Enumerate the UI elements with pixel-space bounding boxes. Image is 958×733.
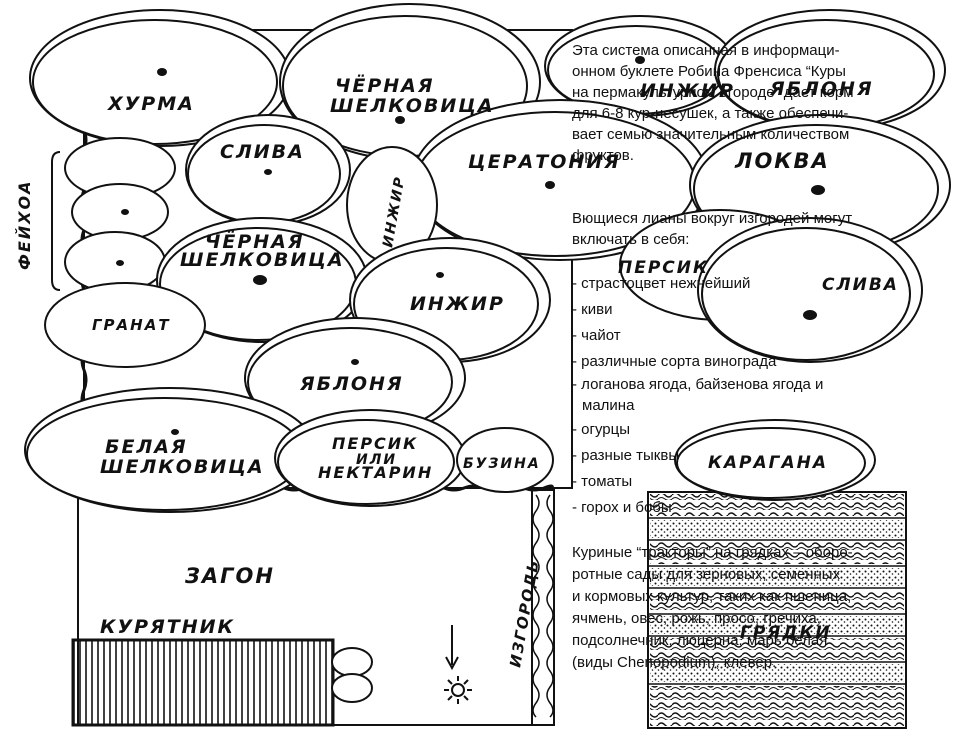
label-black-mulberry-mid-1: ЧЁРНАЯ (205, 229, 305, 253)
info-line: фруктов. (572, 147, 634, 164)
info-line: Эта система описанная в информаци- (572, 42, 840, 59)
label-peach-nectarine-3: НЕКТАРИН (318, 463, 433, 482)
info-line: подсолнечник, люцерна, марь белая (572, 632, 828, 649)
label-beds: ГРЯДКИ (740, 623, 832, 643)
canopy-elder (456, 427, 554, 493)
label-fig-mid: ИНЖИР (410, 293, 505, 315)
tree-canopies (24, 3, 951, 513)
canopy-peach-nectarine (274, 409, 466, 507)
vine-item: - горох и бобы (572, 499, 672, 516)
label-peach: ПЕРСИК (618, 258, 709, 278)
info-paragraph-1: Эта система описанная в информаци- онном… (572, 40, 946, 166)
vine-item: - разные тыквы (572, 447, 680, 464)
info-line: онном буклете Робина Френсиса “Куры (572, 63, 846, 80)
info-text: Эта система описанная в информаци- онном… (572, 40, 946, 674)
label-pomegranate: ГРАНАТ (92, 316, 171, 334)
label-fig-top: ИНЖИР (640, 80, 735, 102)
label-peach-nectarine-1: ПЕРСИК (332, 434, 418, 453)
label-black-mulberry-top-2: ШЕЛКОВИЦА (330, 95, 495, 117)
vine-item: - чайот (572, 327, 621, 344)
info-line: для 6-8 кур-несушек, а также обеспечи- (572, 105, 849, 122)
label-caragana: КАРАГАНА (708, 453, 828, 473)
label-plum-right: СЛИВА (822, 275, 899, 295)
label-feijoa: ФЕЙХОА (15, 179, 34, 270)
label-carob: ЦЕРАТОНИЯ (468, 151, 621, 173)
label-plum: СЛИВА (220, 141, 305, 163)
info-line: Вющиеся лианы вокруг изгородей могут (572, 210, 853, 227)
label-persimmon: ХУРМА (107, 93, 195, 115)
label-pen: ЗАГОН (184, 564, 275, 588)
canopy-plum-right (697, 217, 923, 363)
garden-beds (647, 491, 907, 729)
label-peach-nectarine-2: ИЛИ (356, 452, 397, 468)
label-apple-mid: ЯБЛОНЯ (299, 373, 404, 395)
vine-item: - киви (572, 301, 613, 318)
chicken-coop (71, 638, 373, 727)
vine-item: малина (582, 397, 635, 414)
hedge (531, 489, 555, 726)
label-black-mulberry-mid-2: ШЕЛКОВИЦА (180, 249, 345, 271)
info-line: вает семью значительным количеством (572, 126, 850, 143)
vine-item: - страстоцвет нежнейший (572, 275, 751, 292)
label-hedge: ИЗГОРОДЬ (506, 557, 543, 669)
sun-icon (444, 625, 472, 704)
vine-item: - томаты (572, 473, 633, 490)
label-elder: БУЗИНА (463, 456, 541, 472)
canopy-caragana (674, 419, 876, 501)
canopy-pomegranate (44, 282, 206, 368)
vine-item: - огурцы (572, 421, 631, 438)
label-loquat: ЛОКВА (734, 149, 830, 173)
label-coop: КУРЯТНИК (100, 616, 235, 638)
info-line: на пермакультурном огороде” дает корм (572, 84, 854, 101)
info-paragraph-2: Вющиеся лианы вокруг изгородей могут вкл… (572, 208, 946, 250)
label-white-mulberry-2: ШЕЛКОВИЦА (100, 456, 265, 478)
trunk-dots (116, 56, 825, 435)
info-line: и кормовых культур, таких как пшеница, (572, 588, 852, 605)
info-line: (виды Chenopodium), клевер. (572, 654, 777, 671)
vine-item: - логанова ягода, байзенова ягода и (572, 376, 824, 393)
vine-item: - различные сорта винограда (572, 353, 777, 370)
info-line: ротные сады для зерновых, семенных (572, 566, 841, 583)
label-black-mulberry-top-1: ЧЁРНАЯ (335, 73, 435, 97)
info-paragraph-3: Куриные “тракторы” на грядках – оборо- р… (572, 542, 946, 674)
info-line: ячмень, овес, рожь, просо, гречиха, (572, 610, 821, 627)
label-white-mulberry-1: БЕЛАЯ (105, 436, 188, 458)
info-line: включать в себя: (572, 231, 690, 248)
info-line: Куриные “тракторы” на грядках – оборо- (572, 544, 853, 561)
feijoa-bracket (51, 151, 61, 291)
vine-list: - страстоцвет нежнейший - киви - чайот -… (572, 271, 946, 521)
label-apple-top: ЯБЛОНЯ (769, 78, 874, 100)
